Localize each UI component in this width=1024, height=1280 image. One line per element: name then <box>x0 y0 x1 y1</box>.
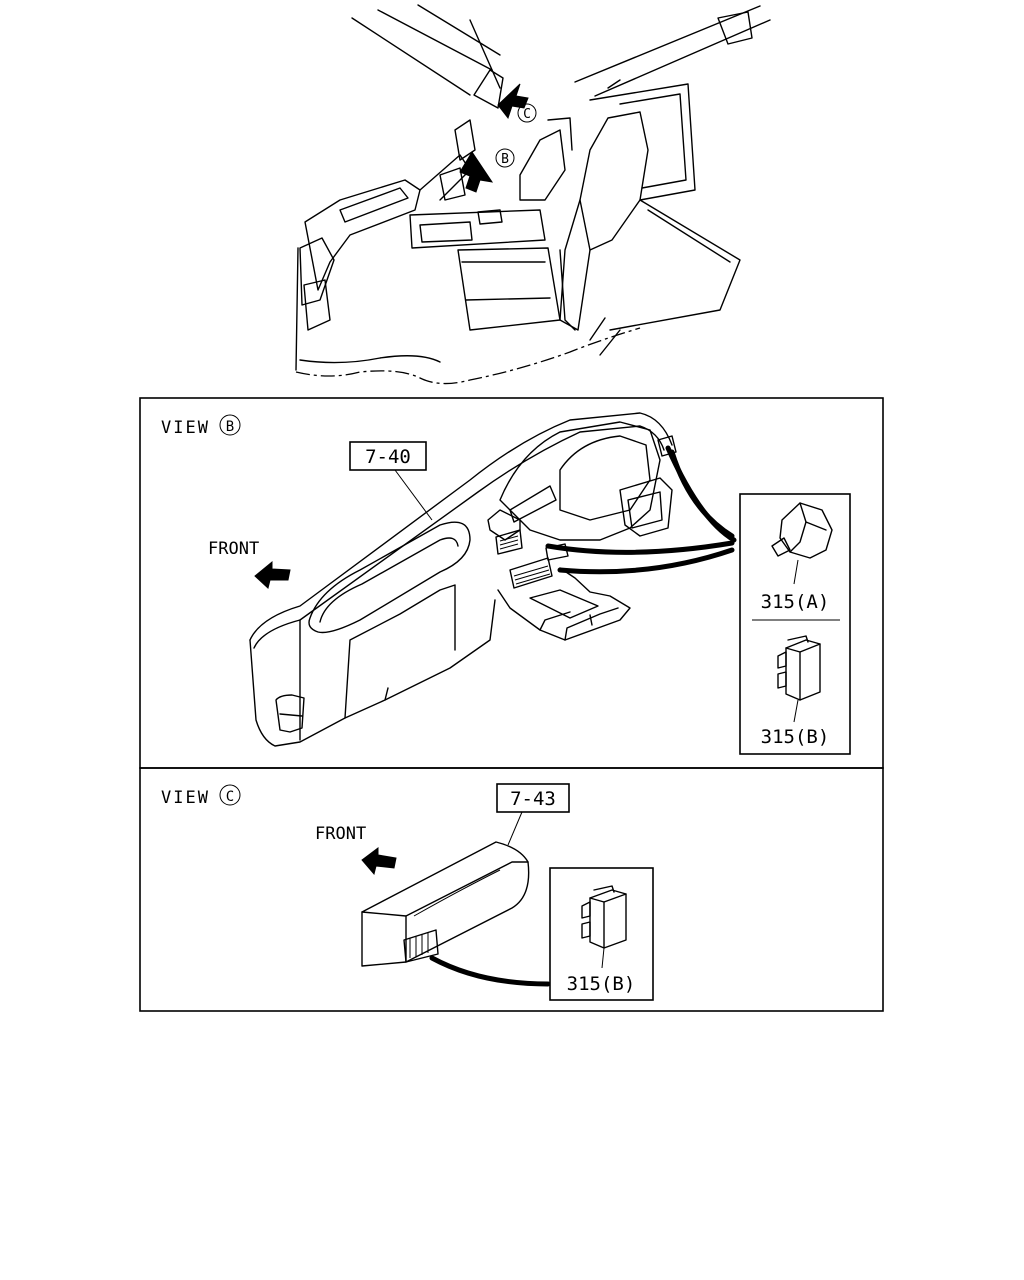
part-ref-7-43: 7-43 <box>510 788 556 810</box>
front-arrow-icon <box>361 847 397 876</box>
part-ref-7-40: 7-40 <box>365 446 411 468</box>
connector-315b-icon <box>581 885 627 969</box>
view-b-heading: VIEW B <box>161 414 241 438</box>
cab-interior-overview: C B <box>295 4 771 385</box>
view-arrow-icon <box>459 83 529 193</box>
instrument-panel-drawing <box>249 412 737 747</box>
label-315b-view-b: 315(B) <box>761 726 830 748</box>
part-ref-7-43-box <box>496 783 570 813</box>
view-c-heading: VIEW C <box>161 784 241 808</box>
view-b-front-label: FRONT <box>208 539 259 559</box>
view-c-panel <box>139 767 884 1012</box>
overhead-console-drawing <box>361 841 551 987</box>
view-b-inset-box <box>739 493 851 755</box>
view-c-marker: C <box>523 107 531 122</box>
connector-315a-icon <box>771 502 833 585</box>
view-b-title: VIEW <box>161 418 210 438</box>
view-b-marker: B <box>501 152 509 167</box>
connector-315b-icon <box>777 635 821 723</box>
label-315a: 315(A) <box>761 591 830 613</box>
view-c-inset-box <box>549 867 654 1001</box>
view-c-title-marker: C <box>226 789 234 805</box>
label-315b-view-c: 315(B) <box>567 973 636 995</box>
part-ref-7-40-box <box>349 441 427 471</box>
view-c-title: VIEW <box>161 788 210 808</box>
view-c-front-label: FRONT <box>315 824 366 844</box>
view-b-panel <box>139 397 884 769</box>
view-b-title-marker: B <box>226 419 234 435</box>
front-arrow-icon <box>254 560 291 589</box>
